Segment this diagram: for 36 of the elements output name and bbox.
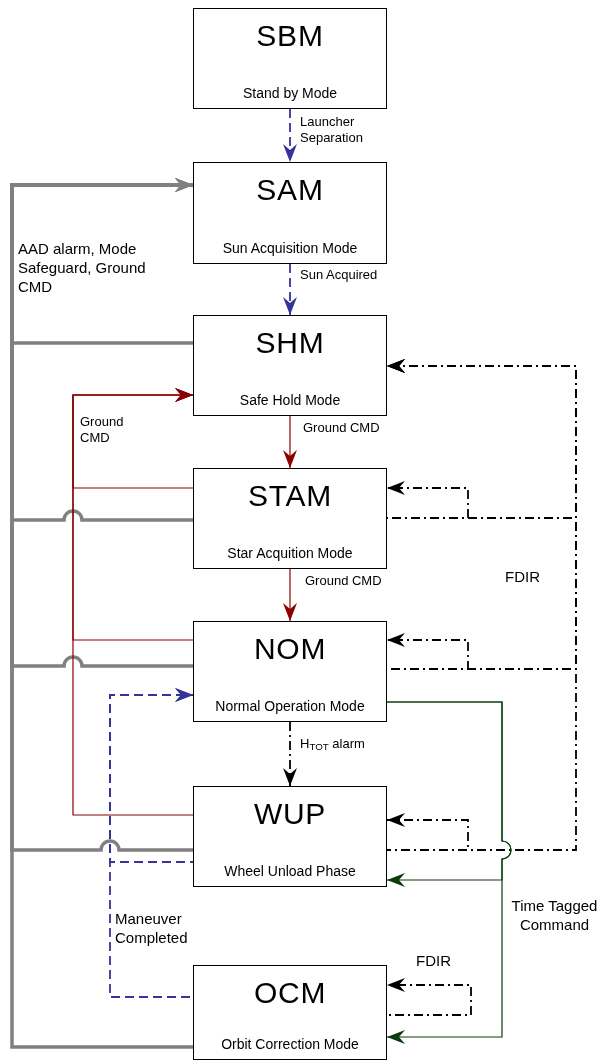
mode-box [193,965,387,1060]
mode-abbreviation: OCM [253,978,327,1008]
mode-box [193,8,387,109]
mode-name: Safe Hold Mode [239,391,341,409]
arrow [386,359,577,851]
arrow [109,688,194,998]
mode-name: Wheel Unload Phase [224,862,356,880]
arrow [283,568,297,622]
mode-name: Stand by Mode [242,84,338,102]
mode-abbreviation: WUP [253,799,327,829]
arrow [283,263,297,316]
mode-name: Orbit Correction Mode [221,1035,359,1053]
mode-box [193,315,387,416]
mode-name: Star Acquition Mode [227,544,353,562]
arrow [10,178,193,1049]
arrow [283,721,297,787]
mode-abbreviation: NOM [253,634,327,664]
arrow [386,633,469,670]
arrow [386,813,469,851]
arrow [386,701,512,1044]
arrow [283,108,297,163]
mode-box [193,621,387,722]
mode-abbreviation: SBM [256,21,324,51]
mode-abbreviation: STAM [247,481,333,511]
arrow [386,481,469,519]
edge-label: Sun Acquired [300,267,380,284]
mode-name: Sun Acquisition Mode [222,239,358,257]
arrow [72,388,194,816]
mode-abbreviation: SHM [255,328,325,358]
mode-box [193,162,387,264]
mode-box [193,786,387,887]
arrow [283,415,297,469]
mode-name: Normal Operation Mode [215,697,365,715]
arrow [386,978,472,1016]
mode-abbreviation: SAM [256,175,324,205]
mode-box [193,468,387,569]
